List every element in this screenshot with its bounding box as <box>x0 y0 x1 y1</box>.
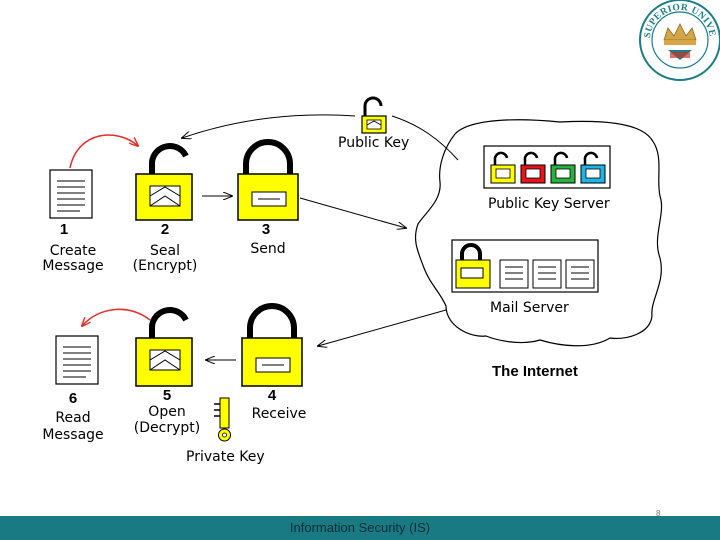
internet-label: The Internet <box>492 363 578 380</box>
step-6-number: 6 <box>68 390 78 407</box>
mail-server-icon <box>451 239 599 293</box>
step-6-label-line1: Read <box>55 410 91 426</box>
page-number: 8 <box>656 509 661 518</box>
svg-text:SUPERIOR UNIVERSITY LAHORE: SUPERIOR UNIVERSITY LAHORE <box>0 0 717 39</box>
step-3-number: 3 <box>261 221 271 238</box>
step-4-number: 4 <box>267 387 277 404</box>
open-lock-icon <box>135 307 193 387</box>
red-curved-arrow-top <box>69 134 138 169</box>
send-lock-icon <box>237 139 299 221</box>
public-key-label: Public Key <box>338 135 410 151</box>
server-lock-icon <box>520 151 546 184</box>
server-lock-icon <box>580 151 606 184</box>
arrow-send-to-internet <box>299 197 406 228</box>
step-1-label-line2: Message <box>42 258 104 274</box>
step-3-label-line1: Send <box>250 241 286 257</box>
private-key-label: Private Key <box>186 449 265 465</box>
mail-server-label: Mail Server <box>490 300 569 316</box>
step-4-label-line1: Receive <box>251 406 307 422</box>
logo-text: SUPERIOR UNIVERSITY LAHORE <box>0 0 716 39</box>
server-lock-icon <box>550 151 576 184</box>
receive-lock-icon <box>241 303 303 387</box>
step-2-number: 2 <box>160 221 170 238</box>
step-6-label-line2: Message <box>42 427 104 443</box>
step-5-label-line2: (Decrypt) <box>133 420 201 436</box>
internet-cloud <box>414 119 663 347</box>
step-2-label-line2: (Encrypt) <box>132 258 198 274</box>
step-5-label-line1: Open <box>148 404 186 420</box>
server-lock-icon <box>490 151 516 184</box>
document-icon-create <box>49 169 93 219</box>
footer-bar <box>0 516 720 540</box>
step-2-label-line1: Seal <box>150 243 180 259</box>
university-logo: SUPERIOR UNIVERSITY LAHORE <box>0 0 720 81</box>
footer-title: Information Security (IS) <box>289 520 431 535</box>
step-1-label-line1: Create <box>49 243 97 259</box>
public-key-server-icon <box>483 145 611 189</box>
arrow-internet-to-receive <box>318 309 447 346</box>
public-key-flow-arrow <box>182 114 459 161</box>
step-1-number: 1 <box>59 221 69 238</box>
document-icon-read <box>55 335 99 385</box>
private-key-icon <box>214 397 231 442</box>
red-curved-arrow-bottom <box>82 308 151 326</box>
step-5-number: 5 <box>162 387 172 404</box>
public-key-lock-icon <box>361 96 387 134</box>
public-key-server-label: Public Key Server <box>488 196 610 212</box>
seal-lock-icon <box>135 143 193 221</box>
